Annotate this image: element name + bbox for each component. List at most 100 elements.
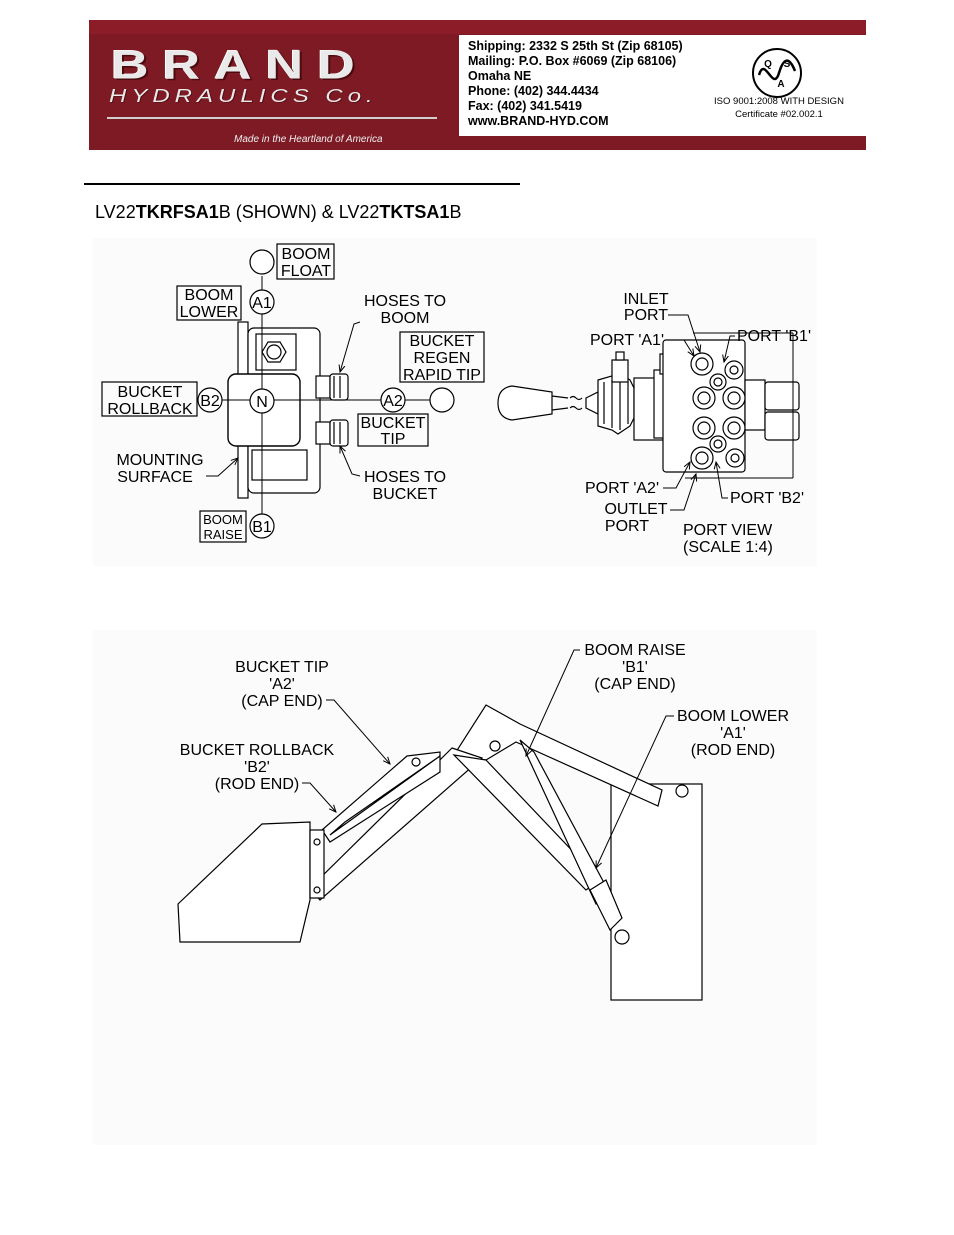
boom-lower-label-line: LOWER xyxy=(180,304,239,321)
port-view-caption-line: (SCALE 1:4) xyxy=(683,539,773,556)
title-part: B xyxy=(449,202,462,222)
loader-boom-raise-line: 'B1' xyxy=(622,659,648,676)
bucket-cylinder-rod xyxy=(329,755,441,836)
bucket-tip-label-line: TIP xyxy=(381,431,406,448)
loader-bucket-tip-line: (CAP END) xyxy=(241,693,323,710)
bucket-regen-label-line: BUCKET xyxy=(410,333,475,350)
port-view-leader-lines xyxy=(663,314,735,511)
mount-pin-icon xyxy=(675,784,689,798)
b1-position-circle xyxy=(249,513,275,539)
title-model-code: TKRFSA1 xyxy=(135,202,219,222)
boom-float-label-line: FLOAT xyxy=(281,263,332,280)
loader-bucket-rollback-line: (ROD END) xyxy=(215,776,299,793)
fax-number: Fax: (402) 341.5419 xyxy=(468,99,582,113)
seal-letter-a: A xyxy=(777,79,784,90)
a1-position-code: A1 xyxy=(252,295,272,312)
bucket-tip-box xyxy=(357,413,429,447)
port-view-labels: INLET PORT PORT 'A1' PORT 'B1' PORT 'A2'… xyxy=(585,291,811,556)
title-part: B (SHOWN) & LV22 xyxy=(218,202,380,222)
inlet-port-label-line: PORT xyxy=(624,307,668,324)
brand-hydraulics-logo: BRAND HYDRAULICS Co. Made in the Heartla… xyxy=(89,34,459,150)
loader-bucket xyxy=(177,821,311,943)
website: www.BRAND-HYD.COM xyxy=(468,114,609,128)
bucket-rollback-box xyxy=(101,381,198,417)
iso-certificate-number: Certificate #02.002.1 xyxy=(735,109,823,120)
model-title: LV22TKRFSA1B (SHOWN) & LV22TKTSA1B xyxy=(95,202,461,223)
boom-lower-label-line: BOOM xyxy=(185,287,234,304)
boom-pivot-icon xyxy=(489,740,501,752)
b1-position-code: B1 xyxy=(252,519,272,536)
title-part: LV22 xyxy=(95,202,136,222)
loader-labels: BUCKET TIP 'A2' (CAP END) BUCKET ROLLBAC… xyxy=(180,642,789,793)
port-a2-label: PORT 'A2' xyxy=(585,480,659,497)
seal-letter-q: Q xyxy=(764,59,772,70)
loader-drawing xyxy=(177,704,703,1001)
port-view-valve xyxy=(497,332,800,479)
boom-raise-label-line: RAISE xyxy=(203,527,242,542)
loader-boom-raise-line: BOOM RAISE xyxy=(584,642,685,659)
loader-leader-lines xyxy=(302,649,674,868)
outlet-port-label-line: OUTLET xyxy=(604,501,667,518)
loader-bucket-tip-line: 'A2' xyxy=(269,676,295,693)
mounting-surface-label-line: MOUNTING xyxy=(116,452,203,469)
title-model-code: TKTSA1 xyxy=(379,202,450,222)
qsa-seal-icon: Q S A xyxy=(752,48,802,98)
mailing-address: Mailing: P.O. Box #6069 (Zip 68106) xyxy=(468,54,677,68)
hoses-to-bucket-label-line: HOSES TO xyxy=(364,469,446,486)
valve-leader-lines xyxy=(206,321,361,477)
loader-boom-lower-line: BOOM LOWER xyxy=(677,708,789,725)
hoses-to-bucket-label-line: BUCKET xyxy=(373,486,438,503)
bucket-regen-label-line: RAPID TIP xyxy=(403,367,481,384)
bucket-pin-icon xyxy=(313,838,321,846)
logo-subtitle-text: HYDRAULICS Co. xyxy=(109,86,378,107)
header-stripe xyxy=(89,20,866,34)
seal-letter-s: S xyxy=(784,59,791,70)
b2-position-code: B2 xyxy=(200,393,220,410)
boom-cylinder-rod xyxy=(589,879,623,932)
contact-panel: Shipping: 2332 S 25th St (Zip 68105) Mai… xyxy=(459,35,866,136)
port-a1-label: PORT 'A1' xyxy=(590,332,664,349)
city: Omaha NE xyxy=(468,69,532,83)
a2-position-circle xyxy=(380,387,406,413)
loader-mount-post xyxy=(610,783,703,1001)
loader-bucket-rollback-line: BUCKET ROLLBACK xyxy=(180,742,335,759)
logo-brand-text: BRAND xyxy=(111,42,369,89)
cylinder-pivot-icon xyxy=(411,757,421,767)
phone-number: Phone: (402) 344.4434 xyxy=(468,84,599,98)
a2-position-code: A2 xyxy=(383,393,403,410)
boom-float-label-line: BOOM xyxy=(282,246,331,263)
boom-lower-box xyxy=(176,285,242,321)
boom-raise-label-line: BOOM xyxy=(203,512,243,527)
inlet-port-label-line: INLET xyxy=(623,291,669,308)
iso-certification: ISO 9001:2008 WITH DESIGN Certificate #0… xyxy=(704,95,854,121)
iso-standard: ISO 9001:2008 WITH DESIGN xyxy=(714,96,844,107)
mount-pin-icon xyxy=(614,929,630,945)
port-view-caption-line: PORT VIEW xyxy=(683,522,773,539)
float-position-circle xyxy=(249,249,275,275)
boom-raise-box xyxy=(199,510,247,543)
logo-tagline: Made in the Heartland of America xyxy=(234,134,383,145)
loader-boom-raise-line: (CAP END) xyxy=(594,676,676,693)
hoses-to-boom-label-line: BOOM xyxy=(381,310,430,327)
bucket-pin-icon xyxy=(313,886,321,894)
bucket-regen-box xyxy=(399,331,485,383)
bucket-pivot-plate xyxy=(309,829,325,899)
bucket-regen-label-line: REGEN xyxy=(414,350,471,367)
loader-bucket-tip-line: BUCKET TIP xyxy=(235,659,329,676)
mounting-surface-label-line: SURFACE xyxy=(117,469,193,486)
b2-position-circle xyxy=(197,387,223,413)
outlet-port-label-line: PORT xyxy=(605,518,649,535)
regen-position-circle xyxy=(429,387,455,413)
title-divider xyxy=(84,183,520,185)
bucket-rollback-label-line: ROLLBACK xyxy=(107,401,193,418)
loader-bucket-rollback-line: 'B2' xyxy=(244,759,270,776)
loader-boom-lower-line: 'A1' xyxy=(720,725,746,742)
loader-boom-front xyxy=(309,747,484,901)
neutral-position-circle xyxy=(249,388,275,414)
logo-divider xyxy=(107,117,437,119)
port-b2-label: PORT 'B2' xyxy=(730,490,804,507)
neutral-position-code: N xyxy=(256,394,268,411)
port-view-ports xyxy=(690,352,746,470)
boom-float-box xyxy=(276,243,335,280)
